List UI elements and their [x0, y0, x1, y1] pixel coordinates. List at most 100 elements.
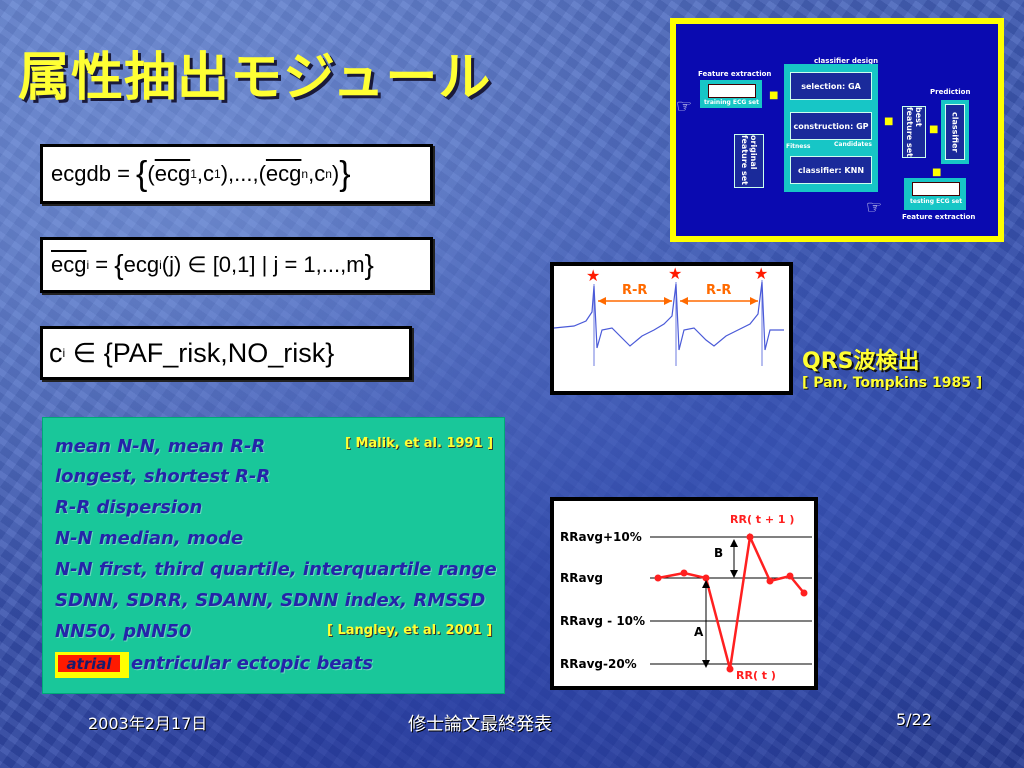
label-a: A	[694, 625, 704, 639]
brace-close-2: }	[364, 249, 374, 280]
arrow-icon-3: ■	[929, 124, 939, 135]
r-peak-star-2: ★	[668, 266, 682, 283]
classifier-vertical: classifier	[945, 104, 965, 160]
sub-i-3: i	[62, 346, 66, 360]
ecg-element: ecg	[123, 252, 160, 277]
pointing-hand-icon-top: ☞	[676, 96, 693, 117]
diagram-canvas: Feature extraction classifier design Pre…	[676, 24, 998, 236]
tuple-close: )	[331, 161, 340, 186]
ecg-waveform: ★ ★ ★ R-R R-R	[553, 264, 784, 366]
feature-item-4: N-N median, mode	[55, 528, 244, 549]
system-diagram: Feature extraction classifier design Pre…	[670, 18, 1004, 242]
original-feature-set-label: original feature set	[740, 135, 758, 185]
feature-extraction-top-label: Feature extraction	[698, 70, 772, 78]
range: [0,1]	[212, 252, 256, 277]
feature-item-7: NN50, pNN50	[55, 621, 192, 642]
r-peak-star-1: ★	[586, 266, 600, 285]
ecg-rr-figure: ★ ★ ★ R-R R-R	[550, 262, 793, 395]
feature-item-6: SDNN, SDRR, SDANN, SDNN index, RMSSD	[55, 590, 486, 611]
sub-i: i	[86, 258, 90, 272]
a-arrowhead-top	[702, 580, 710, 588]
arrow-icon-2: ■	[884, 116, 894, 127]
brace-open: {	[136, 154, 148, 193]
rr-point-1	[654, 574, 662, 582]
sub-nb: n	[325, 167, 332, 181]
sub-1b: 1	[214, 167, 221, 181]
feature-item-5: N-N first, third quartile, interquartile…	[55, 559, 497, 580]
selection-ga-box: selection: GA	[790, 72, 872, 100]
element-of-2: ∈	[65, 337, 104, 368]
slide-title: 属性抽出モジュール	[18, 48, 492, 108]
original-feature-set: original feature set	[734, 134, 764, 188]
rr-arrowhead-1a	[598, 297, 606, 305]
ecg-strip-icon-2	[912, 182, 960, 196]
rr-point-4	[726, 665, 734, 673]
feature-item-2: longest, shortest R-R	[55, 466, 271, 487]
classifier-design-label: classifier design	[814, 57, 879, 65]
label-b: B	[714, 546, 723, 560]
class-cn: c	[314, 161, 326, 186]
comma-2: ,	[308, 161, 315, 186]
prediction-label: Prediction	[930, 88, 971, 96]
rr-arrowhead-2a	[680, 297, 688, 305]
label-rr-t1: RR( t + 1 )	[730, 513, 794, 526]
formula-lhs: ecgdb	[51, 161, 111, 186]
class-c1: c	[203, 161, 215, 186]
footer-date: 2003年2月17日	[88, 714, 208, 733]
feature-list-box: mean N-N, mean R-R longest, shortest R-R…	[42, 417, 505, 694]
rr-point-2	[680, 569, 688, 577]
rr-canvas: RRavg+10% RRavg RRavg - 10% RRavg-20% B …	[554, 501, 814, 686]
qrs-detection-title: QRS波検出	[802, 349, 920, 374]
classifier-design-box: selection: GA construction: GP Fitness C…	[784, 64, 878, 192]
row-label-4: RRavg-20%	[560, 657, 637, 671]
rr-arrowhead-1b	[664, 297, 672, 305]
a-arrowhead-bottom	[702, 660, 710, 668]
classifier-knn-box: classifier: KNN	[790, 156, 872, 184]
ecg-canvas: ★ ★ ★ R-R R-R	[553, 264, 789, 391]
feature-item-1: mean N-N, mean R-R	[55, 436, 266, 457]
training-set-label: training ECG set	[704, 99, 759, 106]
equals-sign-2: =	[89, 252, 115, 277]
brace-open-2: {	[114, 249, 124, 280]
equals-sign: =	[110, 161, 137, 186]
pointing-hand-icon-bottom: ☞	[866, 197, 883, 218]
arrow-icon-4: ■	[932, 167, 942, 178]
feature-extraction-bottom-label: Feature extraction	[902, 213, 976, 221]
row-label-3: RRavg - 10%	[560, 614, 645, 628]
index-range: 1,...,m	[303, 252, 365, 277]
rr-arrowhead-2b	[750, 297, 758, 305]
training-set-box: training ECG set	[700, 80, 762, 108]
rr-point-7	[786, 572, 794, 580]
sub-i-2: i	[159, 258, 162, 272]
brace-close: }	[339, 154, 351, 193]
sub-n: n	[301, 167, 309, 181]
row-label-2: RRavg	[560, 571, 603, 585]
rr-point-6	[766, 577, 774, 585]
candidates-label: Candidates	[834, 141, 872, 148]
best-feature-set: best feature set	[902, 106, 926, 158]
b-arrowhead-bottom	[730, 570, 738, 578]
comma: ,	[196, 161, 204, 186]
ecg-vector-i: ecg	[51, 252, 87, 277]
row-label-1: RRavg+10%	[560, 530, 642, 544]
ellipsis: ),...,(	[220, 161, 266, 186]
footer-event: 修士論文最終発表	[408, 714, 552, 735]
testing-set-box: testing ECG set	[904, 178, 966, 210]
classifier-box: classifier	[941, 100, 969, 164]
element-of: ∈	[181, 252, 213, 277]
arrow-icon-1: ■	[769, 90, 779, 101]
ecg-strip-icon	[708, 84, 756, 98]
rr-label-2: R-R	[706, 283, 731, 298]
testing-set-label: testing ECG set	[910, 198, 963, 205]
rr-plot: RRavg+10% RRavg RRavg - 10% RRavg-20% B …	[560, 513, 812, 682]
rr-point-8	[800, 589, 808, 597]
sub-1: 1	[190, 167, 197, 181]
construction-gp-box: construction: GP	[790, 112, 872, 140]
atrial-badge: atrial	[55, 652, 129, 678]
tuple-open: (	[147, 161, 155, 186]
qrs-reference: [ Pan, Tompkins 1985 ]	[802, 375, 983, 391]
ecg-trace	[553, 281, 784, 351]
